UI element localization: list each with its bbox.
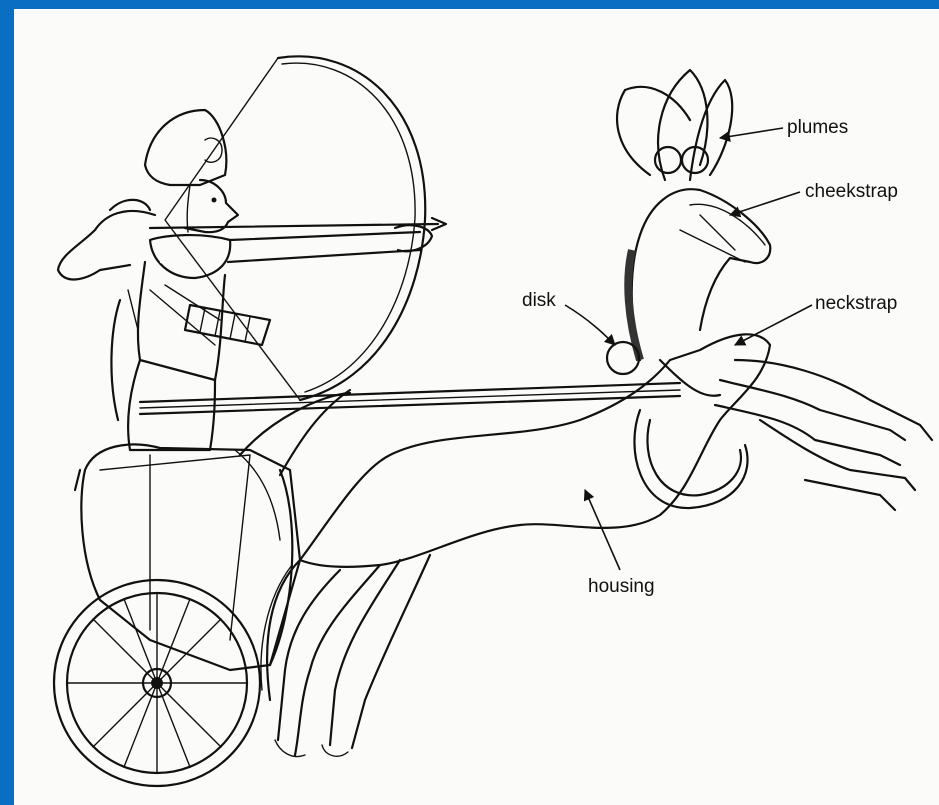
- label-disk: disk: [522, 290, 556, 311]
- bow-and-arrow: [150, 56, 446, 400]
- chariot-pole: [140, 383, 680, 540]
- horse-figure: [261, 70, 932, 757]
- chariot-body: [75, 444, 300, 670]
- label-neckstrap: neckstrap: [815, 293, 897, 314]
- label-housing: housing: [588, 576, 655, 597]
- label-plumes: plumes: [787, 117, 848, 138]
- label-cheekstrap: cheekstrap: [805, 181, 898, 202]
- chariot-wheel: [54, 580, 260, 786]
- label-leaders: [565, 128, 812, 570]
